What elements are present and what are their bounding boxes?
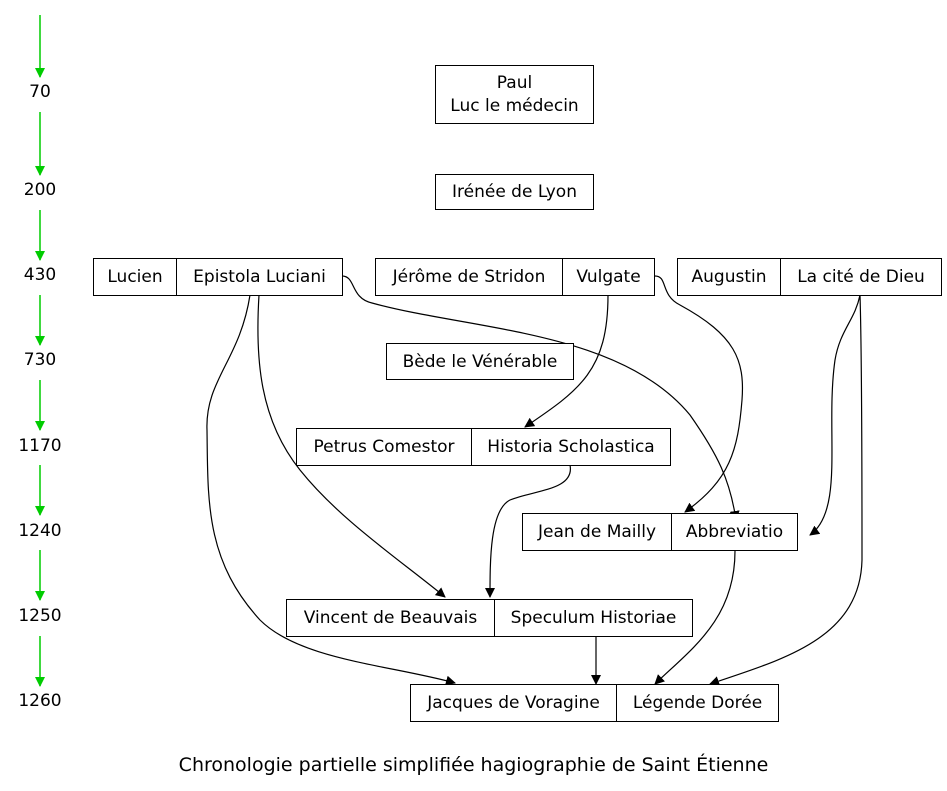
node-mailly: Jean de Mailly Abbreviatio <box>522 513 798 551</box>
node-bede: Bède le Vénérable <box>386 343 574 380</box>
node-augustin: Augustin La cité de Dieu <box>677 258 942 296</box>
node-beauvais: Vincent de Beauvais Speculum Historiae <box>286 599 693 637</box>
node-work: Légende Dorée <box>617 684 779 722</box>
year-label: 200 <box>23 180 57 200</box>
node-comestor: Petrus Comestor Historia Scholastica <box>296 428 671 466</box>
node-author: Vincent de Beauvais <box>286 599 495 637</box>
node-author: Petrus Comestor <box>296 428 472 466</box>
node-paul-luc: Paul Luc le médecin <box>435 65 594 124</box>
edge-vulgate-mailly <box>654 275 744 513</box>
edge-vulgate-scholastica <box>524 294 609 428</box>
node-work: La cité de Dieu <box>781 258 942 296</box>
edge-abbreviatio-legende <box>654 550 736 685</box>
node-author: Augustin <box>677 258 781 296</box>
edge-cite-abbreviatio <box>809 294 861 536</box>
node-author: Lucien <box>93 258 177 296</box>
node-work: Epistola Luciani <box>177 258 343 296</box>
year-label: 430 <box>23 265 57 285</box>
node-work: Historia Scholastica <box>472 428 671 466</box>
year-label: 1170 <box>18 436 62 456</box>
node-author: Jérôme de Stridon <box>375 258 563 296</box>
node-lucien: Lucien Epistola Luciani <box>93 258 343 296</box>
node-work: Abbreviatio <box>672 513 798 551</box>
node-irenee: Irénée de Lyon <box>435 174 594 210</box>
node-jerome: Jérôme de Stridon Vulgate <box>375 258 655 296</box>
edge-epistola-abbreviatio <box>341 275 740 521</box>
node-author: Jean de Mailly <box>522 513 672 551</box>
year-label: 730 <box>23 350 57 370</box>
year-label: 1260 <box>18 691 62 711</box>
node-author: Jacques de Voragine <box>410 684 617 722</box>
edge-scholastica-beauvais <box>485 464 571 598</box>
node-voragine: Jacques de Voragine Légende Dorée <box>410 684 779 722</box>
node-work: Speculum Historiae <box>495 599 693 637</box>
node-line: Paul <box>496 72 533 93</box>
year-label: 1250 <box>18 606 62 626</box>
edge-epistola-beauvais <box>257 294 446 598</box>
edge-epistola-voragine <box>206 294 456 686</box>
node-line: Luc le médecin <box>450 95 579 116</box>
edge-cite-legende <box>709 294 863 686</box>
year-label: 1240 <box>18 521 62 541</box>
year-label: 70 <box>29 82 51 102</box>
diagram-caption: Chronologie partielle simplifiée hagiogr… <box>178 754 769 776</box>
node-work: Vulgate <box>563 258 655 296</box>
